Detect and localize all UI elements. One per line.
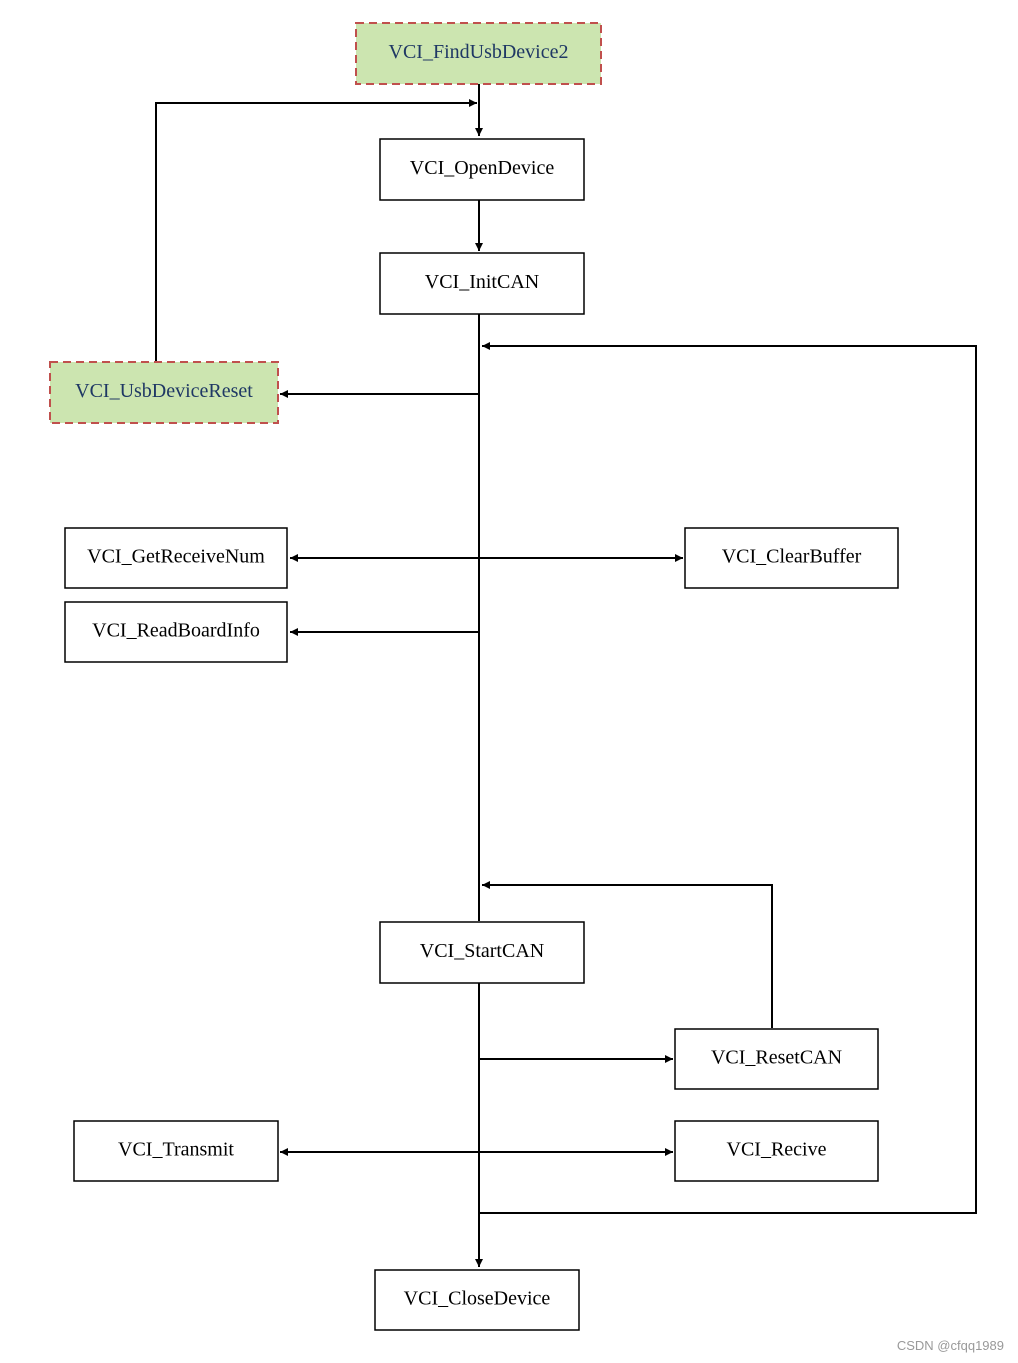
node-open-device-label: VCI_OpenDevice <box>410 157 555 179</box>
node-get-receive-num: VCI_GetReceiveNum <box>64 527 288 589</box>
loop-reset-can-to-spine <box>482 881 773 1028</box>
node-transmit-label: VCI_Transmit <box>118 1139 234 1161</box>
node-clear-buffer-label: VCI_ClearBuffer <box>722 546 862 568</box>
node-read-board-info-label: VCI_ReadBoardInfo <box>92 620 260 642</box>
node-init-can: VCI_InitCAN <box>379 252 585 315</box>
node-start-can: VCI_StartCAN <box>379 921 585 984</box>
node-close-device: VCI_CloseDevice <box>374 1269 580 1331</box>
node-usb-device-reset: VCI_UsbDeviceReset <box>49 361 279 424</box>
loop-usb-reset-to-open <box>155 99 477 362</box>
node-reset-can-label: VCI_ResetCAN <box>711 1047 842 1069</box>
node-open-device: VCI_OpenDevice <box>379 138 585 201</box>
node-find-usb-device2: VCI_FindUsbDevice2 <box>355 22 602 85</box>
node-recive: VCI_Recive <box>674 1120 879 1182</box>
connectors <box>155 84 977 1267</box>
node-find-usb-device2-label: VCI_FindUsbDevice2 <box>389 41 569 63</box>
loop-bottom-to-spine-top <box>479 342 977 1214</box>
node-close-device-label: VCI_CloseDevice <box>404 1288 551 1310</box>
node-init-can-label: VCI_InitCAN <box>425 271 539 293</box>
node-recive-label: VCI_Recive <box>727 1139 827 1161</box>
node-clear-buffer: VCI_ClearBuffer <box>684 527 899 589</box>
node-reset-can: VCI_ResetCAN <box>674 1028 879 1090</box>
watermark: CSDN @cfqq1989 <box>896 1338 1004 1353</box>
node-read-board-info: VCI_ReadBoardInfo <box>64 601 288 663</box>
node-get-receive-num-label: VCI_GetReceiveNum <box>87 546 265 568</box>
node-transmit: VCI_Transmit <box>73 1120 279 1182</box>
node-start-can-label: VCI_StartCAN <box>420 940 544 962</box>
node-usb-device-reset-label: VCI_UsbDeviceReset <box>75 380 253 402</box>
